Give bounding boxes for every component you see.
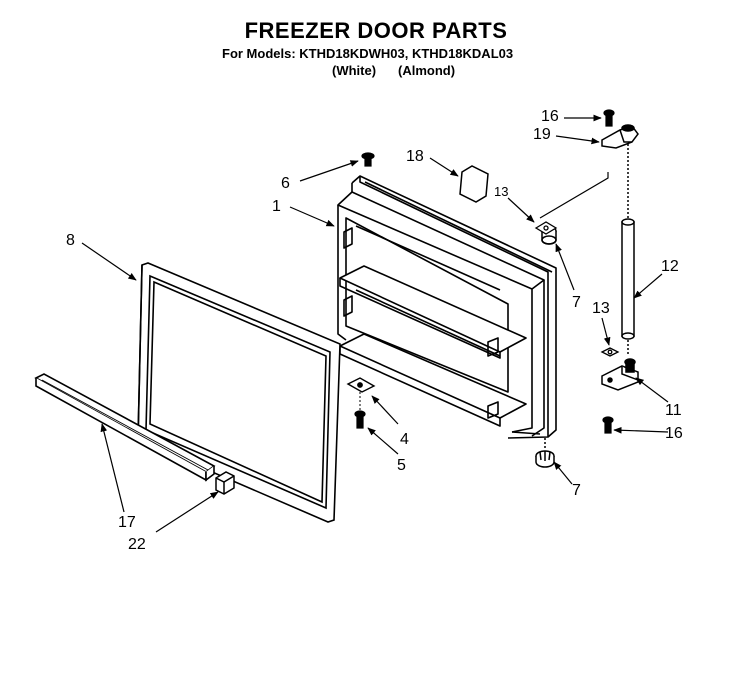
callout-5: 5 [397,457,406,474]
callout-19: 19 [533,126,551,143]
callout-6: 6 [281,175,290,192]
callout-22: 22 [128,536,146,553]
callout-7-top: 7 [572,294,581,311]
color-almond-label: (Almond) [398,63,456,78]
callout-12: 12 [661,258,679,275]
shim-13-top [534,221,558,235]
screw-16-top [603,109,615,127]
pivot-bushing-bottom [535,438,555,468]
callout-16-bottom: 16 [665,425,683,442]
leader-lines [81,114,669,533]
callout-4: 4 [400,431,409,448]
callout-11: 11 [665,402,682,419]
color-white-label: (White) [332,63,377,78]
door-gasket [137,262,341,523]
screw-16-bottom [602,416,614,434]
shim-13-mid [600,347,620,357]
callout-18: 18 [406,148,424,165]
top-hinge-19 [601,124,639,160]
callout-13-top: 13 [494,184,509,199]
callout-16-top: 16 [541,108,559,125]
screw-6 [361,152,375,167]
trim-end-cap [215,471,235,495]
screw-5 [354,410,366,429]
hinge-alignment-line-top [539,172,609,219]
bracket-4 [346,377,376,393]
callout-1: 1 [272,198,281,215]
bottom-hinge-11 [601,358,639,391]
hinge-pin-12 [621,160,635,356]
callout-7-bottom: 7 [572,482,581,499]
trim-strip [34,373,216,482]
diagram-title: FREEZER DOOR PARTS [244,18,508,43]
door-label-18 [459,165,489,203]
models-line: For Models: KTHD18KDWH03, KTHD18KDAL03 [222,46,514,61]
callout-13-mid: 13 [592,300,610,317]
callout-17: 17 [118,514,136,531]
freezer-door-panel [337,175,557,439]
callout-8: 8 [66,232,75,249]
